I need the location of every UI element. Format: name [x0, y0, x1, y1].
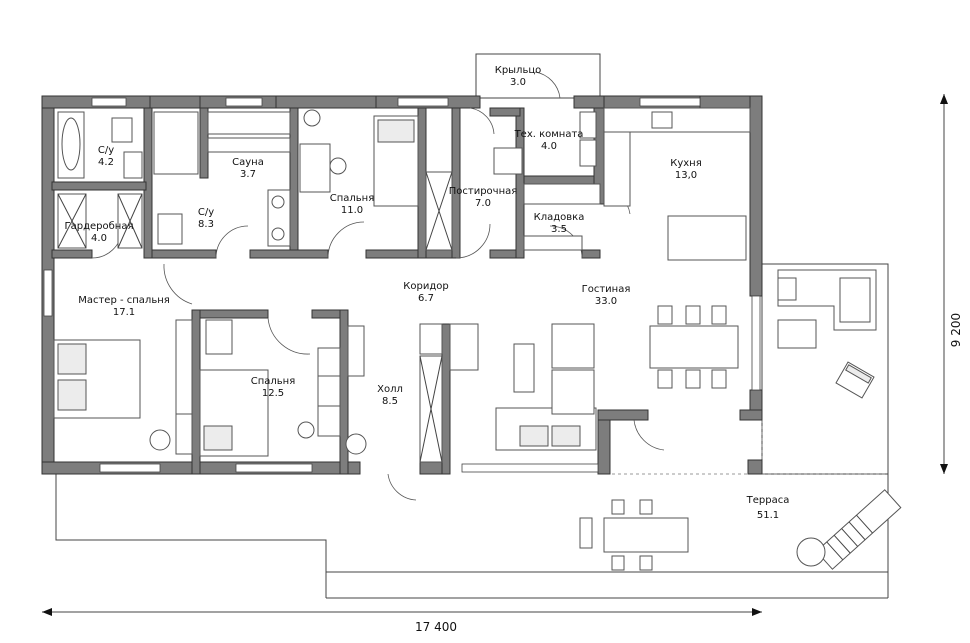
inner-walls: [51, 107, 605, 475]
room-area-bedroom-mid: 12.5: [262, 388, 284, 399]
porch-area: [475, 53, 601, 99]
room-name-tech-room: Тех. комната: [514, 129, 584, 140]
room-name-sauna: Сауна: [232, 157, 264, 168]
terrace-table: [603, 517, 689, 553]
room-name-pantry: Кладовка: [534, 212, 585, 223]
kitchen-counter: [603, 107, 751, 133]
room-labels: Крыльцо 3.0 Тех. комната 4.0 Кухня 13,0 …: [65, 65, 790, 521]
room-area-laundry: 7.0: [475, 198, 491, 209]
lounge-chair: [835, 361, 875, 399]
width-dimension-label: 17 400: [415, 620, 457, 634]
room-name-porch: Крыльцо: [495, 65, 542, 76]
room-name-master-bedroom: Мастер - спальня: [78, 295, 170, 306]
room-area-sauna: 3.7: [240, 169, 256, 180]
room-area-pantry: 3.5: [551, 224, 567, 235]
room-name-laundry: Постирочная: [449, 186, 518, 197]
room-area-corridor: 6.7: [418, 293, 434, 304]
room-name-kitchen: Кухня: [670, 158, 702, 169]
sunbed: [815, 489, 902, 570]
room-name-hall: Холл: [377, 384, 403, 395]
room-name-living: Гостиная: [582, 284, 631, 295]
room-name-corridor: Коридор: [403, 281, 448, 292]
room-area-tech-room: 4.0: [541, 141, 557, 152]
room-area-wardrobe: 4.0: [91, 233, 107, 244]
outer-walls: [41, 95, 763, 475]
room-area-bath-small: 4.2: [98, 157, 114, 168]
room-area-living: 33.0: [595, 296, 617, 307]
room-area-bedroom-top: 11.0: [341, 205, 363, 216]
room-area-master-bedroom: 17.1: [113, 307, 135, 318]
room-area-porch: 3.0: [510, 77, 526, 88]
dining-table: [649, 325, 739, 369]
room-name-terrace: Терраса: [746, 495, 790, 506]
kitchen-island: [667, 215, 747, 261]
room-name-bath-small: С/у: [98, 145, 114, 156]
room-area-bath-large: 8.3: [198, 219, 214, 230]
height-dimension-label: 9 200: [949, 313, 963, 347]
room-name-bedroom-mid: Спальня: [251, 376, 296, 387]
room-name-wardrobe: Гардеробная: [65, 221, 134, 232]
coffee-table: [777, 319, 817, 349]
dimension-height: 9 200: [940, 94, 963, 474]
room-area-kitchen: 13,0: [675, 170, 697, 181]
dimension-width: 17 400: [42, 608, 762, 634]
room-name-bedroom-top: Спальня: [330, 193, 375, 204]
room-name-bath-large: С/у: [198, 207, 214, 218]
terrace-area: [55, 263, 902, 599]
room-area-terrace: 51.1: [757, 510, 779, 521]
side-table: [796, 537, 826, 567]
room-area-hall: 8.5: [382, 396, 398, 407]
furniture: [53, 107, 751, 463]
